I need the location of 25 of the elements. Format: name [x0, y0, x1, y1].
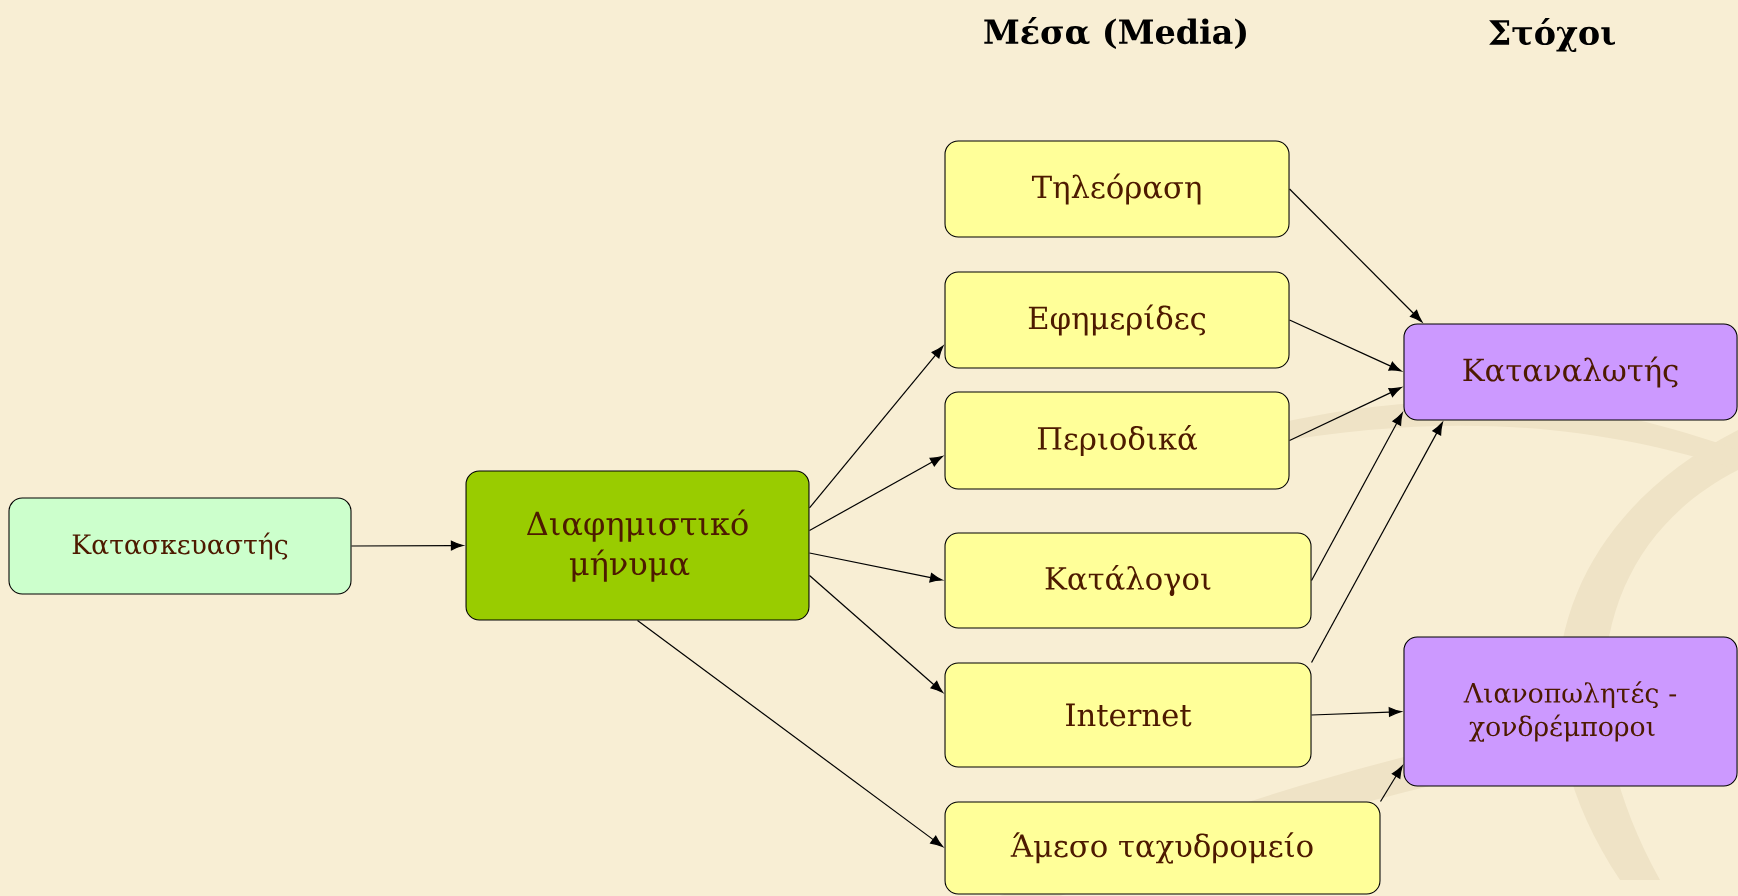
arrow [350, 540, 464, 551]
text-box: Καταναλωτής [1403, 323, 1738, 421]
text-box: Internet [944, 662, 1312, 768]
arrow [1310, 412, 1403, 582]
column-heading: Μέσα (Media) [984, 17, 1246, 49]
arrow [1310, 707, 1402, 717]
arrow [808, 552, 943, 583]
arrow [1310, 422, 1443, 664]
text-box: Κατασκευαστής [8, 497, 352, 595]
arrow [636, 619, 944, 848]
arrow [1288, 188, 1423, 323]
text-box: Κατάλογοι [944, 532, 1312, 629]
text-box: Λιανοπωλητές - χονδρέμποροι [1403, 636, 1738, 787]
arrow [1288, 387, 1402, 442]
text-box: Διαφημιστικό μήνυμα [465, 470, 810, 621]
arrow [1379, 765, 1403, 803]
text-box: Άμεσο ταχυδρομείο [944, 801, 1381, 895]
column-heading: Στόχοι [1489, 17, 1615, 53]
text-box: Τηλεόραση [944, 140, 1290, 238]
text-box: Εφημερίδες [944, 271, 1290, 369]
arrow [1288, 319, 1402, 372]
arrow [808, 345, 944, 509]
arrow [808, 574, 944, 693]
text-box: Περιοδικά [944, 391, 1290, 490]
arrow [808, 455, 943, 532]
